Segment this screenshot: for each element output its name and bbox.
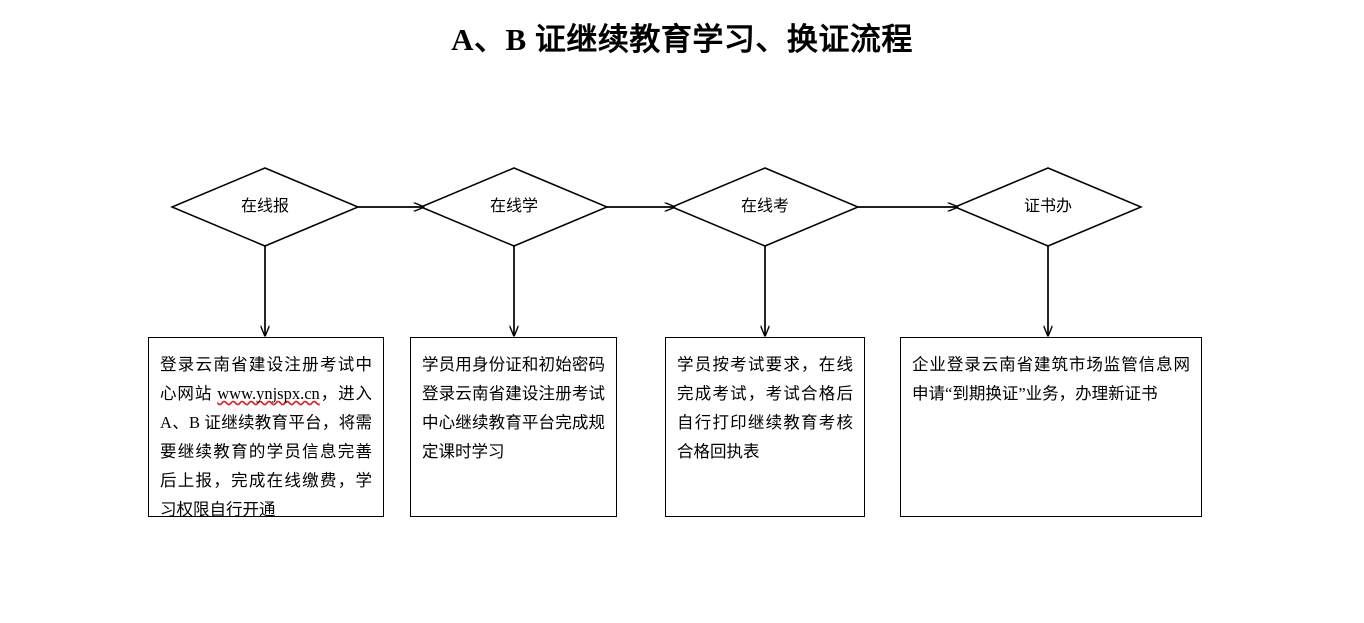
page-title: A、B 证继续教育学习、换证流程 [451,22,913,57]
decision-label-online-study: 在线学 [489,198,539,215]
process-box-online-apply: 登录云南省建设注册考试中心网站 www.ynjspx.cn，进入 A、B 证继续… [148,337,384,517]
process-box-certificate: 企业登录云南省建筑市场监管信息网申请“到期换证”业务，办理新证书 [900,337,1202,517]
spellcheck-underlined-text: www.ynjspx.cn [217,384,320,403]
decision-label-online-apply: 在线报 [240,198,290,215]
process-box-online-exam: 学员按考试要求，在线完成考试，考试合格后自行打印继续教育考核合格回执表 [665,337,865,517]
decision-label-certificate: 证书办 [1023,198,1073,215]
process-box-online-study: 学员用身份证和初始密码登录云南省建设注册考试中心继续教育平台完成规定课时学习 [410,337,617,517]
decision-label-online-exam: 在线考 [740,198,790,215]
